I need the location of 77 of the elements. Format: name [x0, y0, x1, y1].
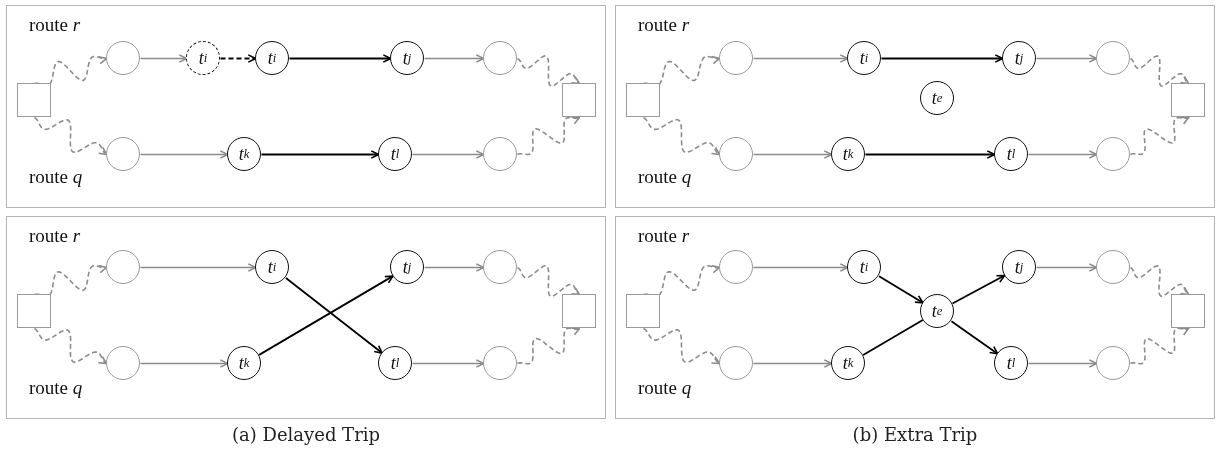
arrow [752, 150, 833, 159]
circle-node [483, 250, 517, 284]
arrow [258, 275, 394, 356]
dashed-arrow [642, 327, 721, 365]
circle-node [106, 250, 140, 284]
square-node [1171, 83, 1205, 117]
route-label: route q [29, 166, 83, 188]
arrow [411, 359, 485, 368]
dashed-arrow [219, 54, 257, 63]
arrow [951, 274, 1006, 305]
circle-node [1096, 250, 1130, 284]
dashed-arrow [1129, 116, 1190, 156]
arrow [880, 54, 1004, 63]
arrow [139, 263, 257, 272]
circle-node [483, 346, 517, 380]
arrow [1027, 150, 1098, 159]
circle-node [106, 137, 140, 171]
arrow [1027, 359, 1098, 368]
dashed-arrow [33, 116, 108, 156]
arrow [752, 359, 833, 368]
caption: (a) Delayed Trip [232, 424, 380, 445]
square-node [562, 294, 596, 328]
square-node [17, 294, 51, 328]
arrow [1035, 263, 1098, 272]
arrow [285, 277, 383, 354]
arrow [864, 150, 996, 159]
arrow [139, 150, 229, 159]
route-label: route r [29, 225, 81, 247]
route-label: route q [29, 377, 83, 399]
diagram-panel [6, 5, 606, 208]
dashed-arrow [33, 327, 108, 365]
arrow [139, 359, 229, 368]
square-node [626, 83, 660, 117]
route-label: route r [638, 14, 690, 36]
route-label: route r [638, 225, 690, 247]
square-node [17, 83, 51, 117]
circle-node [719, 41, 753, 75]
caption: (b) Extra Trip [852, 424, 978, 445]
route-label: route q [638, 166, 692, 188]
circle-node [719, 250, 753, 284]
arrow [423, 263, 485, 272]
square-node [626, 294, 660, 328]
circle-node [719, 137, 753, 171]
arrow [950, 320, 999, 355]
dashed-arrow [1129, 265, 1190, 297]
dashed-arrow [642, 116, 721, 156]
arrow [288, 54, 392, 63]
dashed-arrow [516, 55, 581, 87]
arrow [260, 150, 380, 159]
dashed-arrow [516, 327, 581, 365]
circle-node [106, 346, 140, 380]
arrow [1035, 54, 1098, 63]
circle-node [1096, 137, 1130, 171]
dashed-arrow [516, 264, 581, 298]
diagram-panel [615, 216, 1215, 419]
square-node [562, 83, 596, 117]
arrow [423, 54, 485, 63]
square-node [1171, 294, 1205, 328]
route-label: route r [29, 14, 81, 36]
route-label: route q [638, 377, 692, 399]
dashed-arrow [1129, 327, 1190, 365]
dashed-arrow [1129, 55, 1190, 87]
circle-node [719, 346, 753, 380]
diagram-panel [615, 5, 1215, 208]
arrow [752, 263, 849, 272]
circle-node [1096, 41, 1130, 75]
diagram-panel [6, 216, 606, 419]
circle-node [483, 41, 517, 75]
arrow [878, 275, 924, 304]
arrow [139, 54, 188, 63]
connector-line [862, 319, 924, 356]
circle-node [483, 137, 517, 171]
arrow [752, 54, 849, 63]
arrow [411, 150, 485, 159]
circle-node [1096, 346, 1130, 380]
dashed-arrow [516, 116, 581, 156]
circle-node [106, 41, 140, 75]
